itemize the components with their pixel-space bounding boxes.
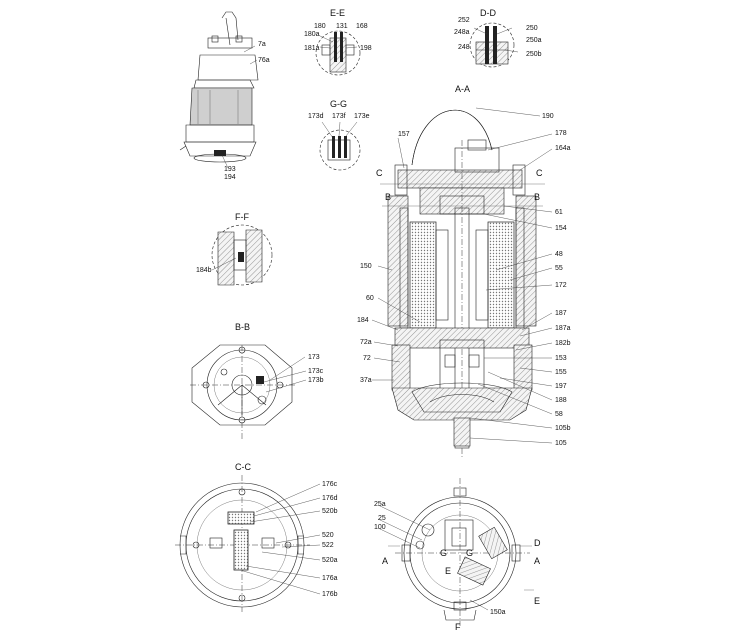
cut-markers: C C B B D A A E F E G G [376,168,543,632]
part-label: 190 [542,113,554,120]
part-label: 25 [378,515,386,522]
part-label: 184 [357,317,369,324]
part-labels: 7a 76a 193 194 180 131 168 180a 181a 198… [196,17,571,616]
part-label: 182b [555,340,571,347]
cut-mark-a-right: A [534,556,540,566]
part-label: 55 [555,265,563,272]
part-label: 184b [196,267,212,274]
part-label: 105 [555,440,567,447]
part-label: 173f [332,113,346,120]
part-label: 58 [555,411,563,418]
part-label: 155 [555,369,567,376]
pump-isometric-view [179,11,259,169]
part-label: 150 [360,263,372,270]
part-label: 105b [555,425,571,432]
part-label: 520b [322,508,338,515]
section-title-ee: E-E [330,8,345,18]
part-label: 7a [258,41,266,48]
cut-mark-b-right: B [534,192,540,202]
part-label: 522 [322,542,334,549]
part-label: 180 [314,23,326,30]
section-title-cc: C-C [235,462,251,472]
part-label: 72 [363,355,371,362]
section-dd-detail [469,22,519,68]
part-label: 520a [322,557,338,564]
cut-mark-c-left: C [376,168,383,178]
part-label: 248a [454,29,470,36]
part-label: 248 [458,44,470,51]
section-title-ff: F-F [235,212,249,222]
bottom-plan-view [377,478,534,626]
part-label: 178 [555,130,567,137]
part-label: 181a [304,45,320,52]
part-label: 25a [374,501,386,508]
cut-mark-e-mid: E [445,566,451,576]
part-label: 157 [398,131,410,138]
part-label: 250 [526,25,538,32]
cut-mark-e: E [534,596,540,606]
part-label: 164a [555,145,571,152]
part-label: 173d [308,113,324,120]
part-label: 172 [555,282,567,289]
part-label: 187 [555,310,567,317]
part-label: 100 [374,524,386,531]
part-label: 153 [555,355,567,362]
part-label: 252 [458,17,470,24]
part-label: 250b [526,51,542,58]
section-titles: E-E D-D A-A G-G F-F B-B C-C [235,8,496,472]
part-label: 173b [308,377,324,384]
section-ee-detail [315,30,361,76]
part-label: 168 [356,23,368,30]
part-label: 520 [322,532,334,539]
cut-mark-f: F [455,622,461,632]
part-label: 61 [555,209,563,216]
part-label: 197 [555,383,567,390]
part-label: 72a [360,339,372,346]
part-label: 194 [224,174,236,181]
part-label: 60 [366,295,374,302]
cut-mark-a-left: A [382,556,388,566]
section-aa-main-view [371,107,553,458]
part-label: 131 [336,23,348,30]
section-gg-detail [319,121,361,171]
section-title-dd: D-D [480,8,496,18]
section-ff-detail [211,224,273,286]
part-label: 176a [322,575,338,582]
cut-mark-g-right: G [466,548,473,558]
cut-mark-d: D [534,538,541,548]
section-bb-view [190,344,307,440]
part-label: 176b [322,591,338,598]
part-label: 198 [360,45,372,52]
part-label: 150a [490,609,506,616]
part-label: 187a [555,325,571,332]
part-label: 48 [555,251,563,258]
cut-mark-c-right: C [536,168,543,178]
part-label: 173c [308,368,324,375]
part-label: 76a [258,57,270,64]
cut-mark-g-left: G [440,548,447,558]
section-title-aa: A-A [455,84,470,94]
part-label: 176d [322,495,338,502]
part-label: 188 [555,397,567,404]
section-title-bb: B-B [235,322,250,332]
cut-mark-b-left: B [385,192,391,202]
section-cc-view [175,475,321,612]
part-label: 173 [308,354,320,361]
part-label: 250a [526,37,542,44]
part-label: 180a [304,31,320,38]
part-label: 176c [322,481,338,488]
part-label: 37a [360,377,372,384]
section-title-gg: G-G [330,99,347,109]
part-label: 193 [224,166,236,173]
part-label: 154 [555,225,567,232]
part-label: 173e [354,113,370,120]
